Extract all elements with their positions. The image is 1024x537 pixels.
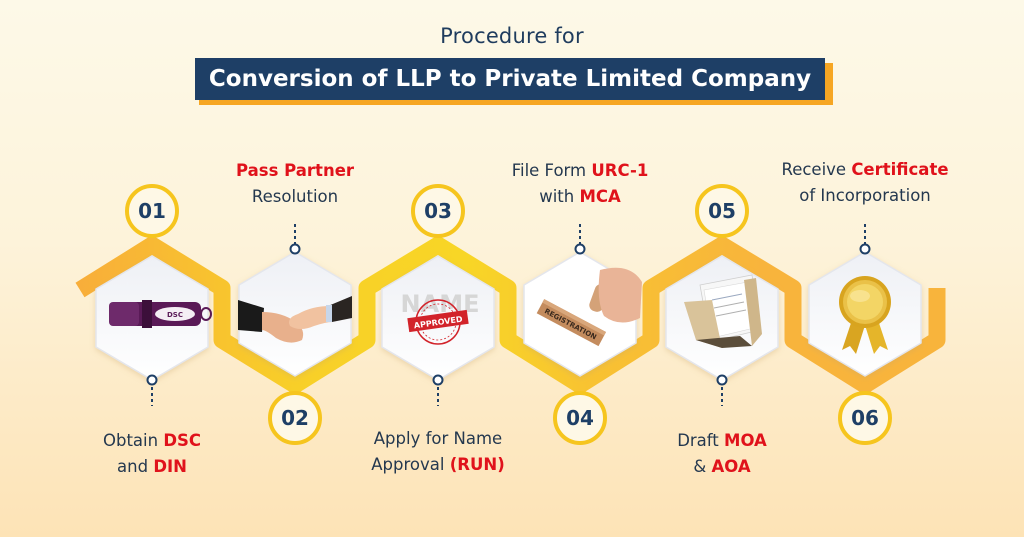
title-banner: Conversion of LLP to Private Limited Com… bbox=[195, 58, 833, 105]
step-label-line: Receive Certificate bbox=[781, 160, 949, 179]
step-label-line: File Form URC-1 bbox=[511, 161, 649, 180]
usb-dsc-token-icon: DSC bbox=[109, 300, 212, 328]
gold-award-badge-icon bbox=[839, 276, 891, 354]
step-number-6: 06 bbox=[851, 406, 879, 430]
step-number-4: 04 bbox=[566, 406, 594, 430]
document-folder-icon bbox=[684, 274, 762, 348]
step-label-line: Pass Partner bbox=[235, 161, 355, 180]
number-circle-2 bbox=[268, 391, 322, 445]
connector-pin-1 bbox=[146, 374, 158, 386]
connector-pin-5 bbox=[716, 374, 728, 386]
step-label-3: Apply for Name Approval (RUN) bbox=[338, 426, 538, 478]
step-label-2: Pass Partner Resolution bbox=[195, 158, 395, 210]
step-label-line: & AOA bbox=[693, 457, 751, 476]
step-label-line: Obtain DSC bbox=[102, 431, 202, 450]
step-label-line: of Incorporation bbox=[799, 186, 931, 205]
step-label-1: Obtain DSC and DIN bbox=[62, 428, 242, 480]
step-label-line: with MCA bbox=[539, 187, 621, 206]
step-number-2: 02 bbox=[281, 406, 309, 430]
step-label-line: Approval (RUN) bbox=[371, 455, 505, 474]
step-number-5: 05 bbox=[708, 199, 736, 223]
hex-tile-2 bbox=[238, 251, 352, 377]
step-label-line: Resolution bbox=[251, 187, 339, 206]
step-label-line: Draft MOA bbox=[677, 431, 767, 450]
step-label-6: Receive Certificate of Incorporation bbox=[750, 157, 980, 209]
step-label-5: Draft MOA & AOA bbox=[632, 428, 812, 480]
connector-pin-6 bbox=[859, 243, 871, 255]
page-subtitle: Procedure for bbox=[440, 24, 584, 48]
connector-pin-2 bbox=[289, 243, 301, 255]
number-circle-4 bbox=[553, 391, 607, 445]
step-number-3: 03 bbox=[424, 199, 452, 223]
number-circle-3 bbox=[411, 184, 465, 238]
number-circle-5 bbox=[695, 184, 749, 238]
step-number-1: 01 bbox=[138, 199, 166, 223]
step-label-line: and DIN bbox=[117, 457, 187, 476]
step-label-4: File Form URC-1 with MCA bbox=[478, 158, 682, 210]
handshake-icon bbox=[238, 296, 352, 343]
number-circle-1 bbox=[125, 184, 179, 238]
number-circle-6 bbox=[838, 391, 892, 445]
name-approved-stamp-icon: NAME APPROVED bbox=[401, 290, 479, 345]
connector-pin-4 bbox=[574, 243, 586, 255]
page-title: Conversion of LLP to Private Limited Com… bbox=[195, 58, 825, 100]
connector-pin-3 bbox=[432, 374, 444, 386]
svg-text:DSC: DSC bbox=[167, 311, 183, 319]
step-label-line: Apply for Name bbox=[373, 429, 503, 448]
ribbon-path bbox=[75, 236, 946, 394]
